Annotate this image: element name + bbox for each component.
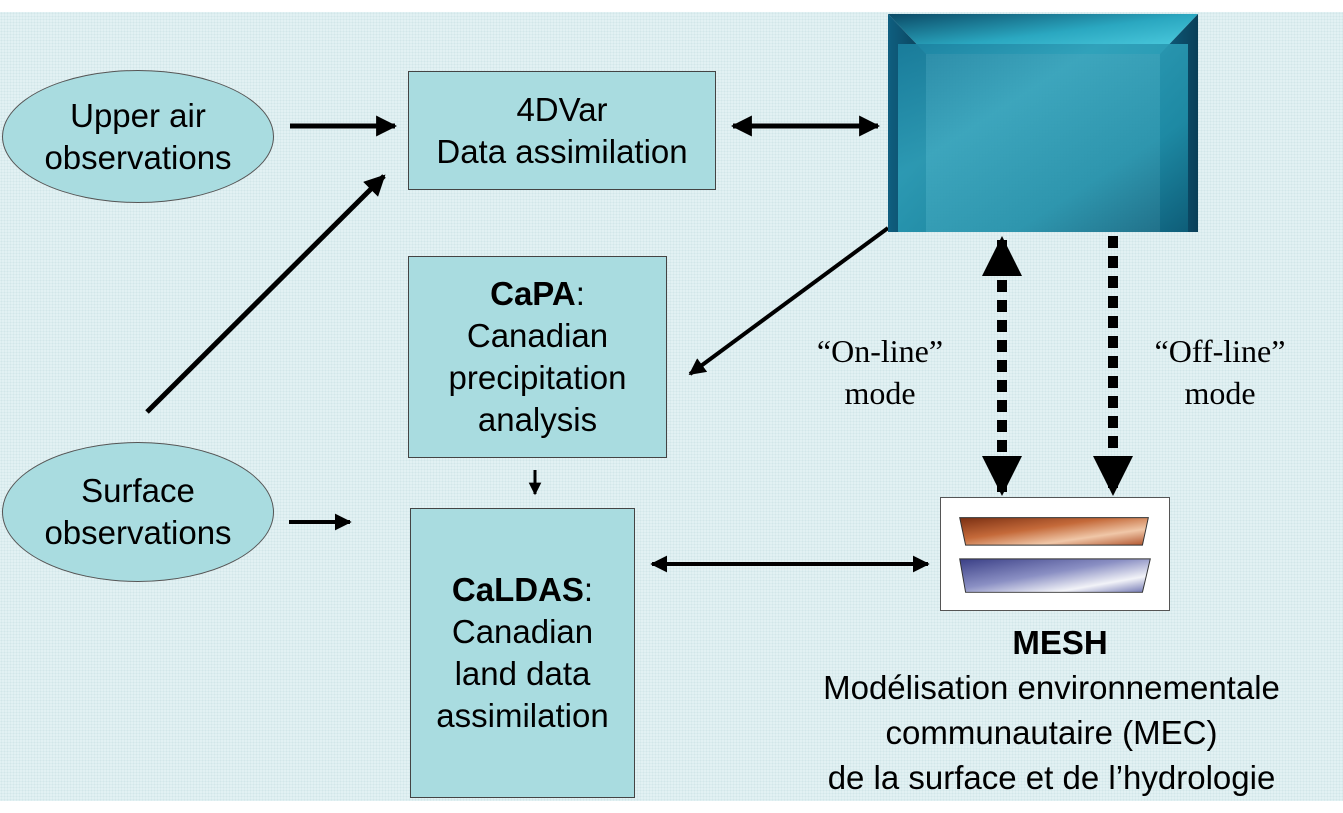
offline-line-2: mode — [1184, 375, 1256, 411]
caldas-title: CaLDAS — [451, 571, 584, 608]
upper-air-line-2: observations — [44, 138, 232, 176]
layered-surface-icon — [959, 517, 1151, 593]
capa-line-3: analysis — [477, 401, 598, 438]
4dvar-line-2: Data assimilation — [436, 132, 688, 170]
4dvar-line-1: 4DVar — [516, 90, 608, 128]
arrow-surface-to-4dvar — [145, 174, 386, 414]
offline-line-1: “Off-line” — [1154, 333, 1286, 369]
capa-line-2: precipitation — [448, 359, 627, 396]
mesh-desc-line-2: communautaire (MEC) — [885, 714, 1218, 751]
capa-title: CaPA — [490, 275, 576, 312]
3d-model-cube-icon — [888, 14, 1198, 232]
mesh-description: Modélisation environnementale communauta… — [760, 665, 1343, 800]
caldas-box: CaLDAS: Canadian land data assimilation — [410, 508, 635, 798]
capa-title-line: CaPA: — [490, 275, 585, 312]
online-mode-label: “On-line” mode — [800, 330, 960, 414]
caldas-line-1: Canadian — [451, 613, 594, 650]
surface-line-2: observations — [44, 514, 232, 551]
mesh-title: MESH — [1012, 624, 1108, 661]
caldas-line-2: land data — [454, 655, 591, 692]
4dvar-data-assimilation-box: 4DVar Data assimilation — [408, 71, 716, 190]
mesh-model-panel — [940, 497, 1170, 611]
caldas-line-3: assimilation — [436, 697, 609, 734]
online-line-1: “On-line” — [816, 333, 944, 369]
offline-mode-label: “Off-line” mode — [1130, 330, 1310, 414]
caldas-title-line: CaLDAS: — [451, 571, 594, 608]
arrow-model-to-capa — [688, 226, 890, 376]
upper-air-line-1: Upper air — [70, 96, 206, 134]
upper-air-observations-node: Upper air observations — [2, 70, 274, 203]
capa-box: CaPA: Canadian precipitation analysis — [408, 256, 667, 458]
surface-observations-node: Surface observations — [2, 442, 274, 582]
mesh-desc-line-1: Modélisation environnementale — [823, 669, 1280, 706]
mesh-desc-line-3: de la surface et de l’hydrologie — [827, 759, 1276, 796]
capa-line-1: Canadian — [466, 317, 609, 354]
surface-line-1: Surface — [81, 472, 195, 509]
online-line-2: mode — [844, 375, 916, 411]
